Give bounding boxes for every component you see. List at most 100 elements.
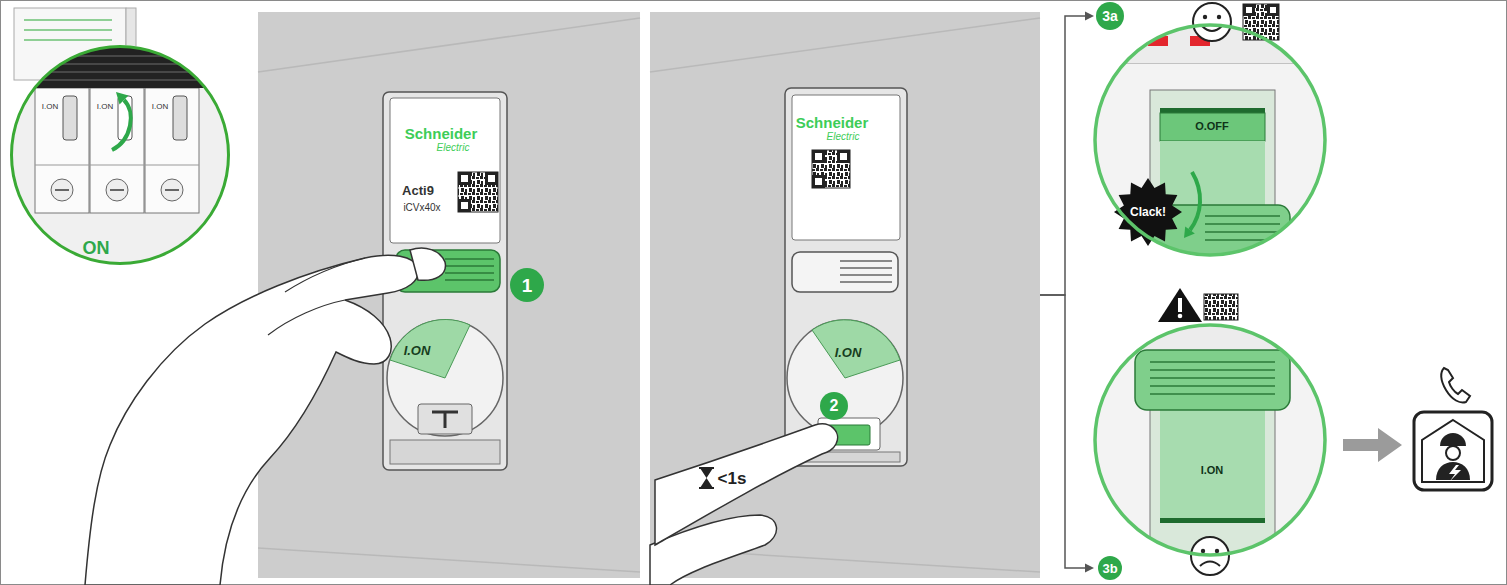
- result-detail: [1184, 226, 1195, 238]
- device-drawing: [445, 272, 494, 274]
- result-detail: [1245, 6, 1254, 15]
- device-drawing: [812, 320, 900, 378]
- position-label: I.ON: [1201, 465, 1224, 476]
- result-detail: [1150, 385, 1275, 387]
- result-detail: [1178, 314, 1183, 319]
- device-drawing: [814, 152, 824, 162]
- position-label: I.ON: [404, 344, 431, 357]
- hourglass-icon: [699, 468, 714, 488]
- inset-detail: [0, 55, 240, 57]
- inset-detail: [35, 165, 199, 166]
- position-label: I.ON: [835, 346, 862, 359]
- hourglass-icon: [700, 468, 713, 488]
- inset-detail: [0, 40, 240, 270]
- device-drawing: [839, 152, 849, 162]
- brand-name: Electric: [437, 143, 470, 153]
- result-detail: [1205, 215, 1280, 217]
- inset-detail: [112, 100, 131, 150]
- branch-connector: [1040, 295, 1094, 573]
- device-drawing: [458, 172, 498, 212]
- result-detail: [1160, 410, 1265, 520]
- duration-label: <1s: [718, 470, 747, 487]
- inset-detail: [0, 48, 240, 88]
- device-drawing: [785, 88, 907, 466]
- result-detail: [1190, 172, 1200, 230]
- forward-arrow: [1343, 428, 1402, 462]
- wall-panel: [650, 12, 1040, 578]
- result-detail: [1217, 15, 1221, 19]
- inset-detail: [161, 179, 183, 201]
- cabinet-thumbnail: [24, 39, 112, 41]
- result-detail: [1150, 362, 1275, 394]
- result-detail: [1090, 320, 1340, 560]
- device-drawing: [387, 320, 503, 436]
- electrician-icon: [1414, 412, 1492, 490]
- device-drawing: [840, 274, 892, 276]
- device-drawing: [460, 174, 470, 184]
- position-label: O.OFF: [1195, 121, 1229, 132]
- breaker-label: I.ON: [42, 103, 58, 111]
- device-panel: SchneiderElectricI.ON: [650, 12, 1040, 578]
- circle-outline: [1095, 25, 1325, 255]
- result-detail: [1150, 361, 1275, 363]
- cabinet-thumbnail: [24, 19, 112, 21]
- inset-detail: [116, 92, 129, 105]
- device-drawing: [814, 177, 824, 187]
- electrician-icon: [1440, 433, 1466, 446]
- device-drawing: [445, 265, 494, 267]
- device-drawing: [840, 260, 892, 262]
- result-detail: [1215, 549, 1219, 553]
- phone-icon: [1441, 368, 1470, 403]
- hand-drawing: [85, 248, 445, 585]
- circle-outline: [1094, 318, 1334, 582]
- electrician-icon: [1449, 465, 1461, 481]
- device-drawing: [445, 279, 494, 281]
- electrician-icon: [1414, 412, 1492, 490]
- inset-detail: [55, 189, 69, 191]
- finger-drawing: [655, 424, 838, 545]
- inset-detail: [0, 79, 240, 81]
- breaker-label: I.ON: [152, 103, 168, 111]
- circle-outline: [1095, 325, 1325, 555]
- hourglass-icon: [699, 467, 714, 469]
- inset-detail: [165, 189, 179, 191]
- callout-number: 1: [510, 268, 544, 302]
- brand-name: Schneider: [796, 115, 869, 130]
- result-detail: [1193, 3, 1231, 41]
- result-circle: 3aO.OFFClack!: [1094, 2, 1334, 264]
- result-detail: [1243, 4, 1279, 40]
- device-drawing: [390, 319, 470, 378]
- inset-detail: [173, 96, 187, 140]
- brand-name: Electric: [827, 132, 860, 142]
- circle-outline: [12, 47, 229, 264]
- finger-drawing: [650, 424, 838, 585]
- inset-detail: [63, 96, 77, 140]
- branch-connector: [1040, 295, 1085, 568]
- result-detail: [1201, 549, 1205, 553]
- hourglass-icon: [699, 487, 714, 489]
- device-panel: SchneiderElectricActi9iCVx40xI.ON: [258, 12, 640, 578]
- result-circle: I.ON 3b: [1094, 318, 1334, 582]
- inset-detail: [0, 63, 240, 65]
- device-drawing: [390, 98, 500, 243]
- device-drawing: [840, 261, 892, 282]
- hand-drawing: [268, 300, 345, 335]
- breaker-label: I.ON: [97, 103, 113, 111]
- forward-arrow: [1343, 428, 1402, 462]
- wall-panel: [650, 18, 1040, 72]
- result-detail: [1158, 288, 1202, 322]
- electrician-icon: [1422, 420, 1484, 482]
- hand-drawing: [285, 258, 365, 292]
- result-detail: [1205, 223, 1280, 225]
- callout-number: 3b: [1098, 556, 1122, 580]
- cabinet-thumbnail: [24, 29, 112, 31]
- device-drawing: [840, 281, 892, 283]
- result-detail: [1205, 231, 1280, 233]
- inset-detail: [0, 40, 240, 270]
- result-detail: [1090, 20, 1340, 270]
- result-detail: [1160, 518, 1265, 523]
- device-drawing: [432, 412, 458, 428]
- result-detail: [1269, 6, 1278, 15]
